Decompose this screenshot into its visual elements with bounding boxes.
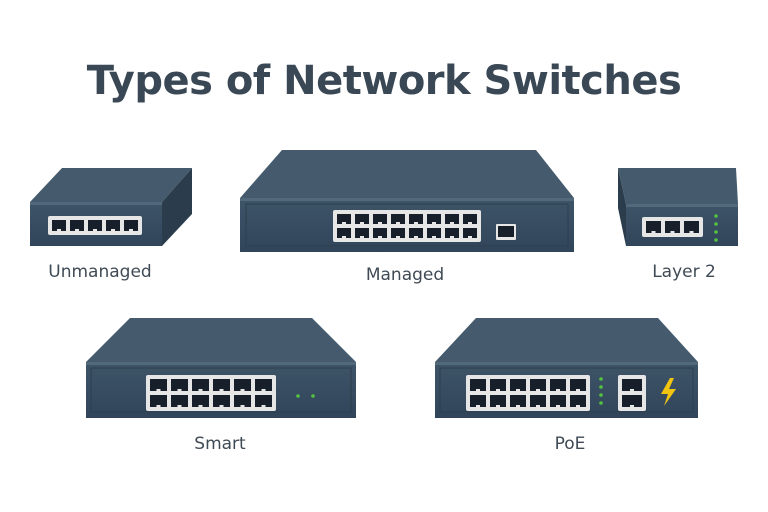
label-smart: Smart — [194, 434, 246, 454]
ethernet-port — [124, 220, 138, 231]
ethernet-port — [106, 220, 120, 231]
label-poe: PoE — [554, 434, 586, 454]
ethernet-port — [255, 395, 272, 407]
ethernet-port — [427, 228, 441, 238]
status-led — [599, 377, 603, 381]
ethernet-port — [409, 228, 423, 238]
ethernet-port — [570, 379, 586, 391]
switch-poe — [435, 318, 698, 418]
ethernet-port — [391, 214, 405, 224]
ethernet-port — [171, 379, 188, 391]
status-led — [714, 214, 718, 218]
ethernet-port — [550, 395, 566, 407]
ethernet-port — [445, 214, 459, 224]
page-title: Types of Network Switches — [86, 58, 682, 104]
ethernet-port — [445, 228, 459, 238]
ethernet-port — [570, 395, 586, 407]
ethernet-port — [373, 214, 387, 224]
ethernet-port — [409, 214, 423, 224]
ethernet-port — [530, 379, 546, 391]
ethernet-port — [622, 379, 642, 391]
ethernet-port — [427, 214, 441, 224]
ethernet-port — [646, 221, 661, 233]
switch-top — [30, 168, 192, 202]
ethernet-port — [684, 221, 699, 233]
ethernet-port — [391, 228, 405, 238]
status-led — [599, 385, 603, 389]
ethernet-port — [490, 379, 506, 391]
ethernet-port — [52, 220, 66, 231]
ethernet-port — [234, 395, 251, 407]
switch-unmanaged — [30, 168, 192, 246]
ethernet-port — [463, 228, 477, 238]
ethernet-port — [490, 395, 506, 407]
status-led — [311, 394, 315, 398]
ethernet-port — [470, 395, 486, 407]
ethernet-port — [665, 221, 680, 233]
switch-layer2 — [618, 168, 738, 246]
ethernet-port — [255, 379, 272, 391]
ethernet-port — [470, 379, 486, 391]
switch-top — [86, 318, 356, 362]
ethernet-port — [70, 220, 84, 231]
switch-top — [435, 318, 698, 362]
status-led — [714, 230, 718, 234]
switch-top — [240, 150, 574, 198]
switch-managed — [240, 150, 574, 252]
ethernet-port — [337, 214, 351, 224]
status-led — [296, 394, 300, 398]
port-panel — [333, 210, 481, 242]
label-unmanaged: Unmanaged — [48, 262, 152, 282]
ethernet-port — [622, 395, 642, 407]
status-led — [714, 238, 718, 242]
ethernet-port — [213, 395, 230, 407]
ethernet-port — [510, 395, 526, 407]
status-led — [714, 222, 718, 226]
lightning-bolt-icon — [661, 378, 676, 406]
ethernet-port — [550, 379, 566, 391]
status-led — [599, 393, 603, 397]
ethernet-port — [192, 395, 209, 407]
ethernet-port — [150, 379, 167, 391]
switch-top — [618, 168, 738, 204]
ethernet-port — [234, 379, 251, 391]
ethernet-port — [88, 220, 102, 231]
ethernet-port — [213, 379, 230, 391]
ethernet-port — [355, 214, 369, 224]
ethernet-port — [192, 379, 209, 391]
ethernet-port — [337, 228, 351, 238]
ethernet-port — [150, 395, 167, 407]
ethernet-port — [373, 228, 387, 238]
ethernet-port — [530, 395, 546, 407]
switch-side — [618, 168, 626, 246]
label-layer2: Layer 2 — [652, 262, 716, 282]
ethernet-port — [171, 395, 188, 407]
switch-smart — [86, 318, 356, 418]
ethernet-port — [510, 379, 526, 391]
switch-side — [162, 168, 192, 246]
ethernet-port — [463, 214, 477, 224]
label-managed: Managed — [365, 265, 445, 285]
ethernet-port — [355, 228, 369, 238]
status-led — [599, 401, 603, 405]
